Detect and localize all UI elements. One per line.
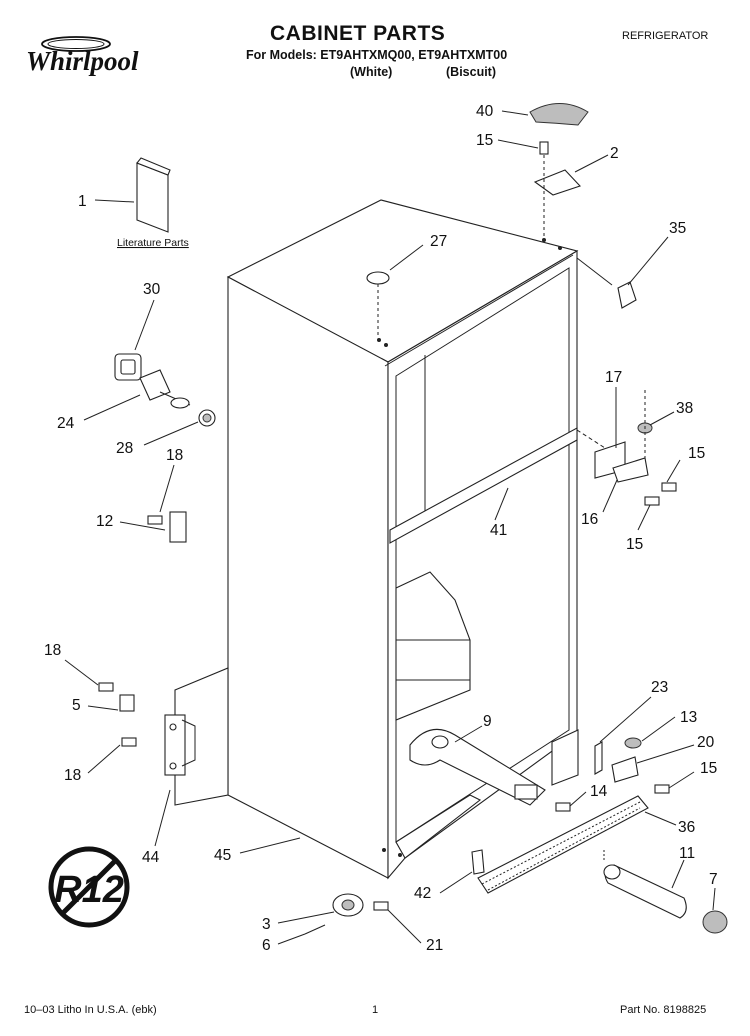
callout-17: 17 <box>605 369 622 386</box>
callout-18-upper: 18 <box>166 447 183 464</box>
filter-cap <box>702 910 728 934</box>
callout-numbers: 40 15 2 1 27 35 30 24 28 17 38 15 18 12 … <box>44 103 718 954</box>
callout-6: 6 <box>262 937 271 954</box>
callout-15-top: 15 <box>476 132 493 149</box>
color-biscuit: (Biscuit) <box>446 65 496 79</box>
leveling-roller <box>304 893 389 935</box>
callout-44: 44 <box>142 849 160 866</box>
callout-30: 30 <box>143 281 161 298</box>
callout-3: 3 <box>262 916 271 933</box>
corner-bracket <box>617 281 637 309</box>
callout-42: 42 <box>414 885 431 902</box>
callout-28: 28 <box>116 440 133 457</box>
callout-12: 12 <box>96 513 113 530</box>
whirlpool-logo: Whirlpool <box>26 36 139 76</box>
callout-7: 7 <box>709 871 718 888</box>
color-white: (White) <box>350 65 393 79</box>
hinge-cover <box>529 103 589 126</box>
callout-21: 21 <box>426 937 443 954</box>
callout-45: 45 <box>214 847 231 864</box>
top-hinge <box>533 169 581 196</box>
callout-15-lower: 15 <box>700 760 717 777</box>
callout-35: 35 <box>669 220 686 237</box>
category-label: REFRIGERATOR <box>622 30 709 42</box>
callout-18-lower: 18 <box>64 767 81 784</box>
part-number: Part No. 8198825 <box>620 1004 707 1016</box>
water-filter <box>603 848 687 919</box>
brand-wordmark: Whirlpool <box>26 46 139 76</box>
callout-9: 9 <box>483 713 492 730</box>
callout-40: 40 <box>476 103 494 120</box>
refrigerator-cabinet <box>226 199 579 880</box>
callout-13: 13 <box>680 709 697 726</box>
grille-clip <box>471 849 485 875</box>
callout-11: 11 <box>679 845 695 862</box>
right-hinge-parts <box>576 390 677 506</box>
callout-20: 20 <box>697 734 715 751</box>
leader-lines <box>64 110 716 945</box>
drain-tube <box>409 728 546 806</box>
literature-parts-label: Literature Parts <box>117 237 189 249</box>
lower-left-brackets <box>98 682 137 747</box>
r12-badge: R12 <box>48 846 130 928</box>
callout-1: 1 <box>78 193 87 210</box>
toe-grille <box>477 795 649 894</box>
callout-14: 14 <box>590 783 608 800</box>
side-bracket-panel <box>164 667 229 806</box>
callout-2: 2 <box>610 145 619 162</box>
callout-27: 27 <box>430 233 447 250</box>
callout-15-mid: 15 <box>626 536 643 553</box>
callout-5: 5 <box>72 697 81 714</box>
callout-38: 38 <box>676 400 693 417</box>
door-stop-assembly <box>114 353 216 427</box>
callout-18-left: 18 <box>44 642 61 659</box>
callout-15-right: 15 <box>688 445 705 462</box>
left-clip <box>147 511 187 543</box>
lower-right-brackets <box>551 729 670 812</box>
litho-note: 10–03 Litho In U.S.A. (ebk) <box>24 1004 157 1016</box>
button-plug <box>366 271 390 285</box>
page-title: CABINET PARTS <box>270 22 446 45</box>
literature-parts-booklet <box>136 157 171 233</box>
callout-16: 16 <box>581 511 598 528</box>
callout-36: 36 <box>678 819 695 836</box>
callout-23: 23 <box>651 679 668 696</box>
model-numbers: For Models: ET9AHTXMQ00, ET9AHTXMT00 <box>246 48 508 62</box>
page-number: 1 <box>372 1004 379 1016</box>
callout-41: 41 <box>490 522 507 539</box>
callout-24: 24 <box>57 415 75 432</box>
